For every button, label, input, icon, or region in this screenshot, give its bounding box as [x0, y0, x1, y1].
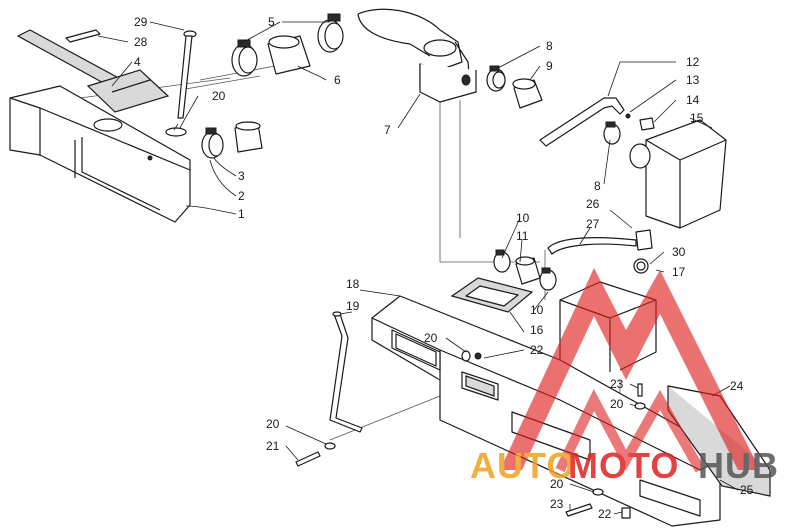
callout-23: 23 [610, 377, 624, 391]
callout-13: 13 [686, 73, 700, 87]
callout-18: 18 [346, 277, 360, 291]
callout-29: 29 [134, 15, 148, 29]
callout-11: 11 [516, 229, 529, 243]
left-clamps-and-boots [201, 13, 344, 159]
callout-4: 4 [134, 55, 141, 69]
callout-5: 5 [268, 15, 275, 29]
callout-15: 15 [690, 111, 704, 125]
breather-hose [539, 97, 655, 147]
right-silencer-box [603, 119, 727, 229]
callout-20d: 20 [266, 417, 280, 431]
middle-clamps [493, 249, 557, 291]
callout-24: 24 [730, 379, 744, 393]
callout-3: 3 [238, 169, 245, 183]
callout-17: 17 [672, 265, 686, 279]
watermark-hub: HUB [698, 445, 779, 486]
callout-8: 8 [546, 39, 553, 53]
callout-7: 7 [384, 123, 391, 137]
callout-16: 16 [530, 323, 544, 337]
callout-10b: 10 [530, 303, 544, 317]
callout-22: 22 [530, 343, 544, 357]
callout-27: 27 [586, 217, 600, 231]
watermark: AUTO MOTO HUB [470, 268, 779, 486]
intake-tube [357, 8, 477, 103]
callout-9: 9 [546, 59, 553, 73]
callout-1: 1 [238, 207, 245, 221]
callout-26: 26 [586, 197, 600, 211]
long-bolt [165, 30, 197, 137]
gasket [450, 277, 534, 313]
callout-25: 25 [740, 483, 754, 497]
callout-20b: 20 [424, 331, 438, 345]
callout-21: 21 [266, 439, 280, 453]
callout-20c: 20 [610, 397, 624, 411]
callout-12: 12 [686, 55, 700, 69]
decal-strips [16, 29, 170, 113]
callout-20: 20 [212, 89, 226, 103]
callout-6: 6 [334, 73, 341, 87]
callout-19: 19 [346, 299, 360, 313]
callout-numbers: 29 28 4 5 6 20 3 2 1 7 8 9 12 13 14 15 8… [134, 15, 754, 521]
callout-28: 28 [134, 35, 148, 49]
callout-14: 14 [686, 93, 700, 107]
left-air-box [9, 85, 191, 223]
watermark-auto: AUTO [470, 445, 575, 486]
drain-hose [547, 229, 653, 274]
callout-30: 30 [672, 245, 686, 259]
watermark-logo [500, 268, 760, 473]
support-rod [329, 311, 363, 433]
callout-22b: 22 [598, 507, 612, 521]
callout-20e: 20 [550, 477, 564, 491]
upper-right-clamps [486, 65, 543, 109]
callout-8b: 8 [594, 179, 601, 193]
callout-23b: 23 [550, 497, 564, 511]
callout-10: 10 [516, 211, 530, 225]
small-hardware [295, 350, 646, 519]
watermark-moto: MOTO [568, 445, 679, 486]
callout-2: 2 [238, 189, 245, 203]
